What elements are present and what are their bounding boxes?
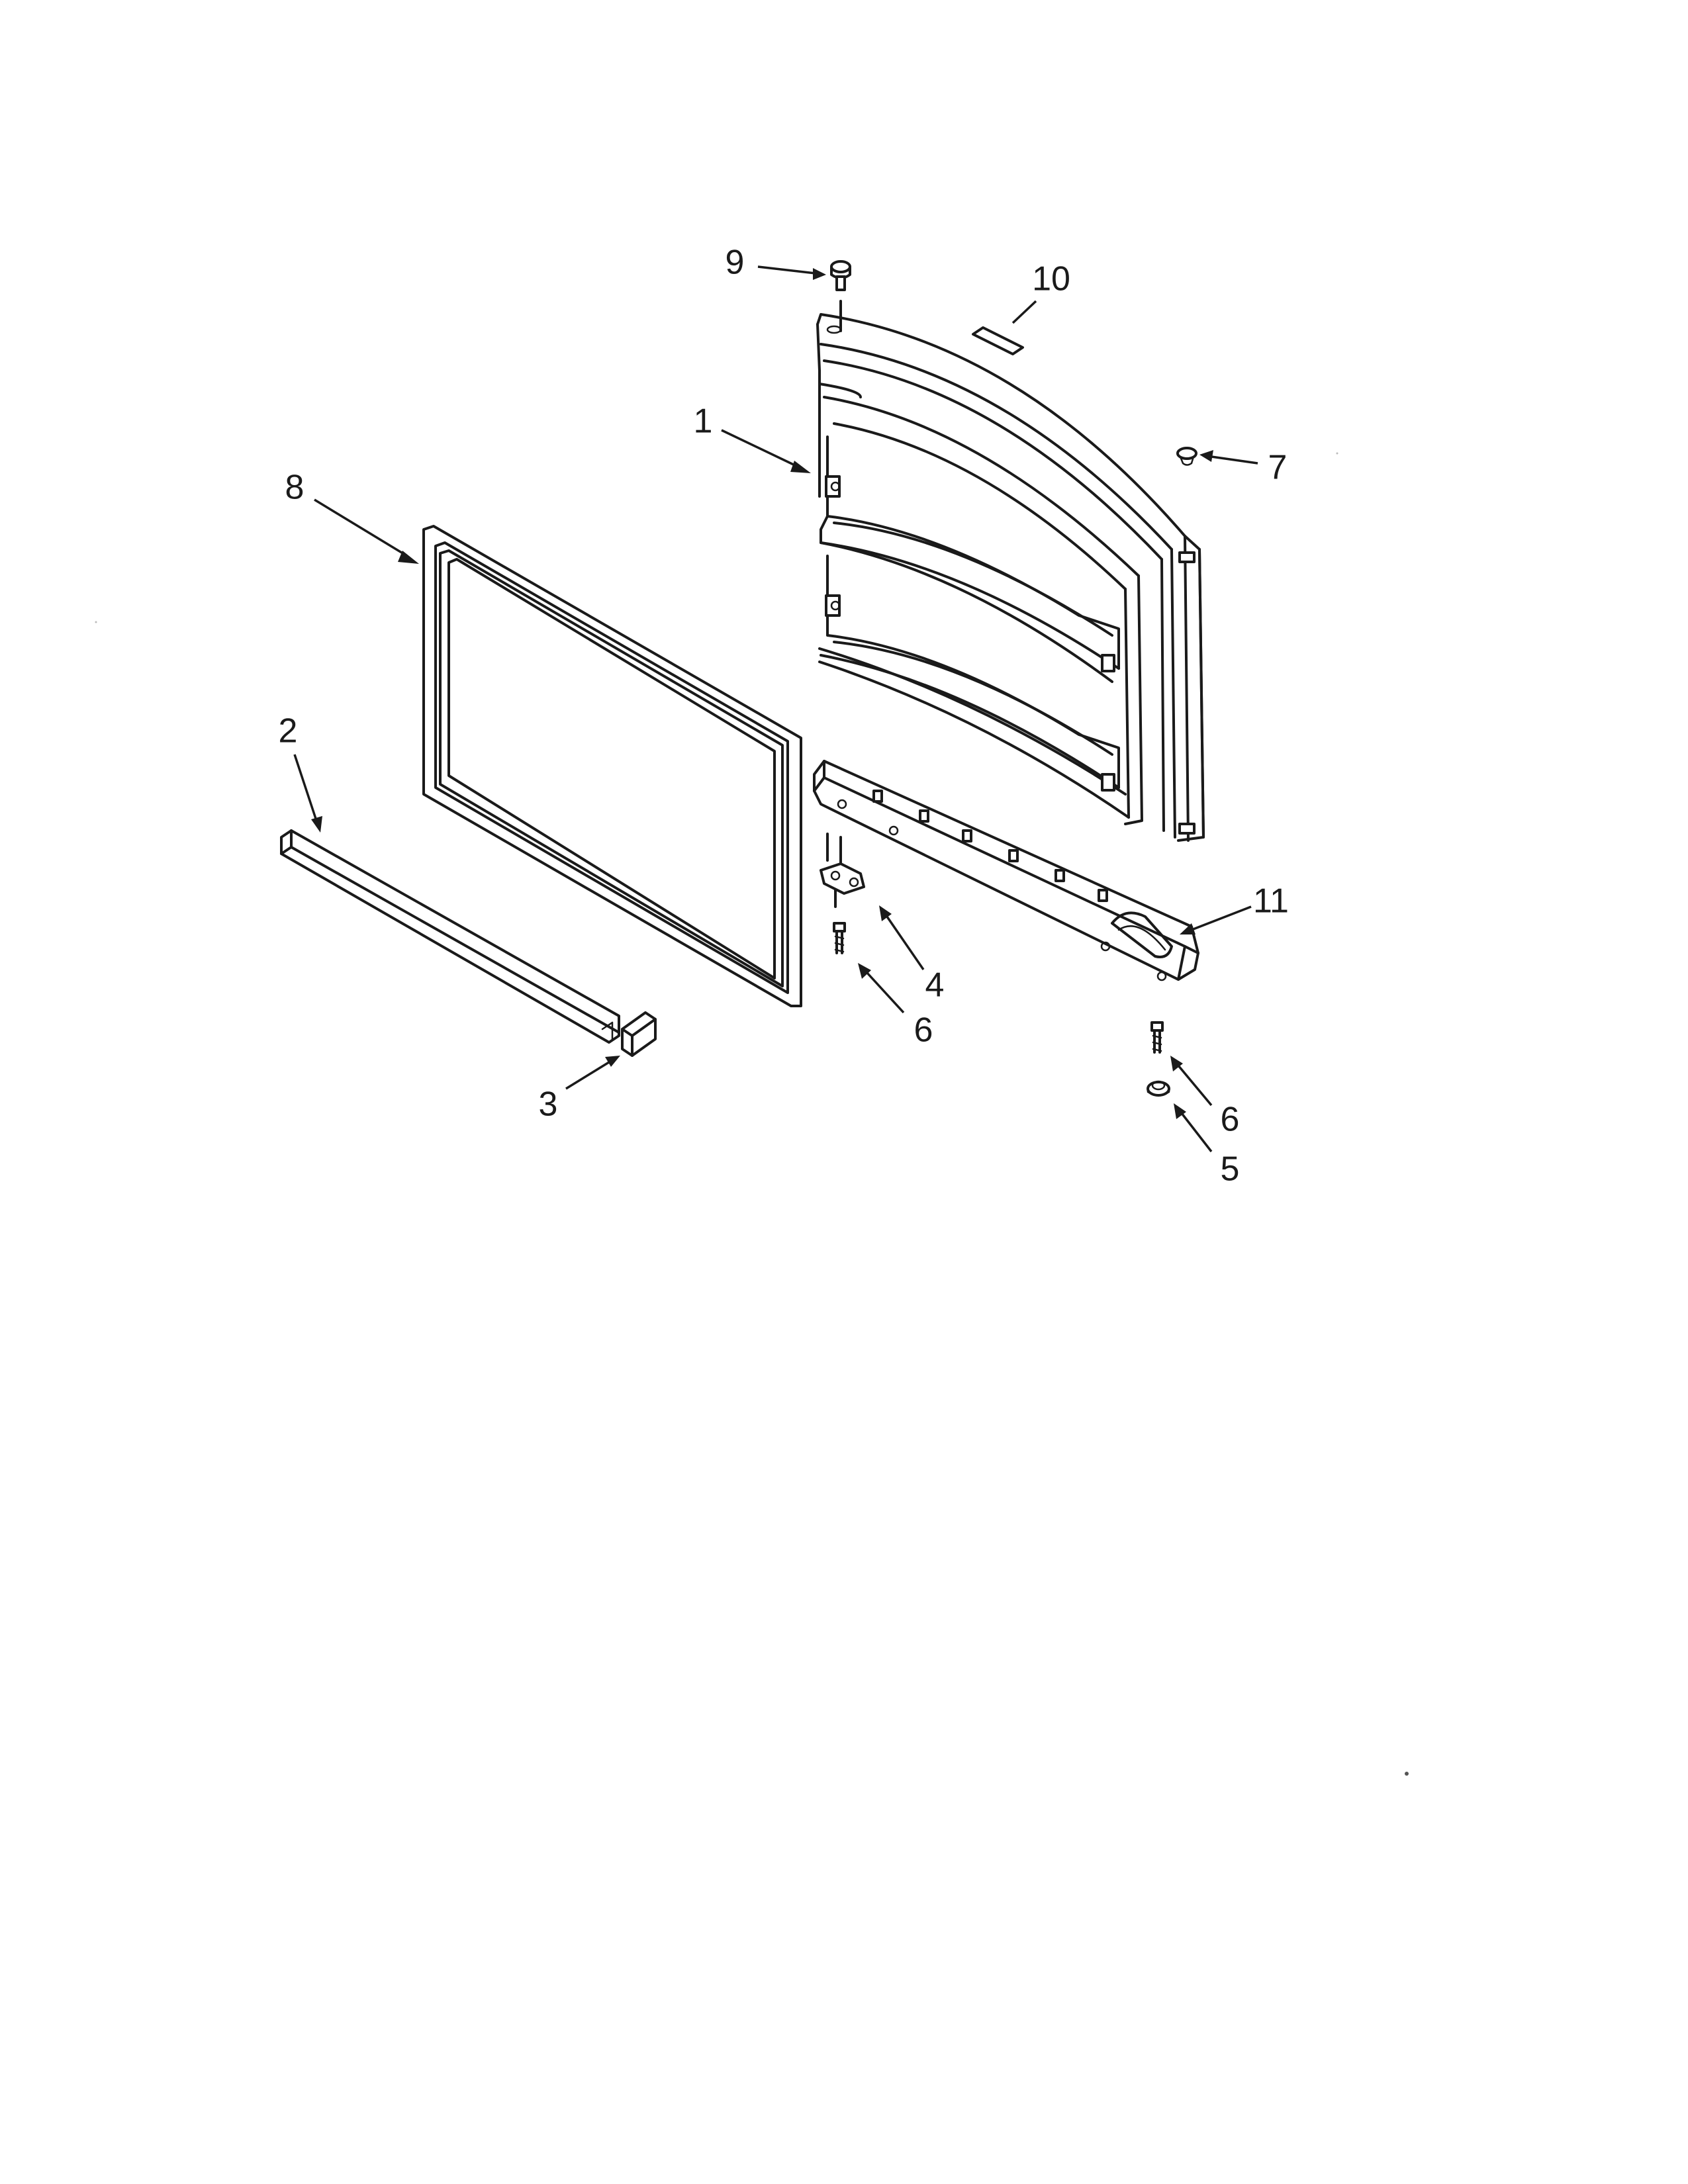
callout-leaders bbox=[293, 265, 1258, 1153]
callout-8: 8 bbox=[285, 469, 305, 507]
callout-5: 5 bbox=[1221, 1150, 1240, 1189]
hinge-bracket bbox=[820, 833, 865, 908]
screw-right bbox=[1150, 1021, 1164, 1054]
callout-1: 1 bbox=[694, 402, 713, 441]
callout-6-left: 6 bbox=[914, 1011, 933, 1050]
spacer-washer bbox=[1147, 1080, 1170, 1097]
scan-specks bbox=[95, 452, 1409, 1776]
callout-labels: 9 10 1 7 8 2 3 4 6 11 6 5 bbox=[279, 244, 1289, 1189]
callout-10: 10 bbox=[1032, 260, 1070, 298]
door-label bbox=[972, 326, 1024, 355]
door-panel bbox=[816, 313, 1205, 842]
trim-end-cap bbox=[621, 1011, 657, 1057]
callout-9: 9 bbox=[726, 244, 745, 282]
callout-4: 4 bbox=[925, 966, 945, 1005]
callout-11: 11 bbox=[1253, 882, 1289, 921]
hinge-pin bbox=[830, 260, 851, 332]
callout-7: 7 bbox=[1268, 449, 1288, 487]
screw-left bbox=[833, 922, 846, 954]
handle-tabs bbox=[872, 790, 1108, 902]
door-trim bbox=[280, 829, 620, 1044]
plug-button bbox=[1176, 447, 1197, 466]
door-handle bbox=[813, 760, 1199, 981]
callout-2: 2 bbox=[279, 712, 298, 751]
door-gasket bbox=[422, 525, 802, 1007]
callout-3: 3 bbox=[539, 1085, 558, 1124]
callout-6-right: 6 bbox=[1221, 1101, 1240, 1139]
